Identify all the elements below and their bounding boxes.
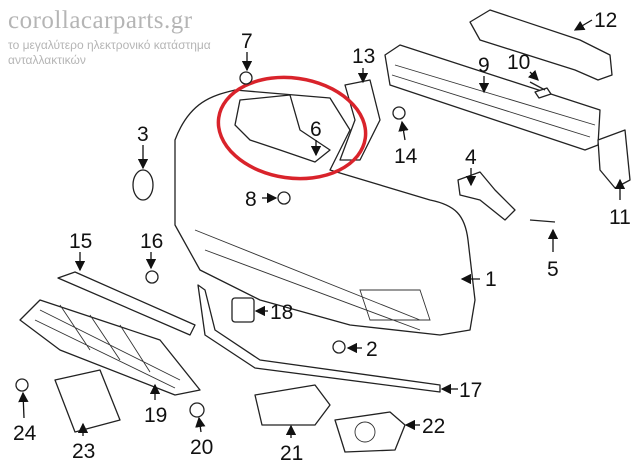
part-13-shape[interactable] — [339, 79, 381, 161]
callout-20[interactable]: 20 — [190, 436, 213, 459]
callout-3[interactable]: 3 — [137, 123, 149, 146]
callout-6[interactable]: 6 — [310, 118, 322, 141]
part-16-clip[interactable] — [145, 270, 159, 284]
part-6-shape[interactable] — [234, 94, 331, 163]
callout-18[interactable]: 18 — [270, 301, 293, 324]
callout-9[interactable]: 9 — [478, 54, 490, 77]
part-15-shape[interactable] — [57, 271, 196, 336]
callout-2[interactable]: 2 — [366, 338, 378, 361]
callout-1[interactable]: 1 — [485, 268, 497, 291]
callout-13[interactable]: 13 — [352, 45, 375, 68]
part-17-shape[interactable] — [197, 284, 441, 393]
part-11-shape[interactable] — [597, 129, 631, 189]
part-7-clip[interactable] — [239, 71, 253, 85]
callout-14[interactable]: 14 — [394, 145, 418, 168]
part-2-clip[interactable] — [332, 340, 346, 354]
callout-10[interactable]: 10 — [507, 51, 530, 74]
part-5-screw[interactable] — [529, 219, 556, 223]
watermark: corollacarparts.gr το μεγαλύτερο ηλεκτρο… — [8, 6, 223, 68]
callout-5[interactable]: 5 — [547, 258, 559, 281]
part-24-screw[interactable] — [15, 378, 29, 392]
callout-12[interactable]: 12 — [594, 9, 617, 32]
callout-labels: 1 2 3 4 5 6 7 8 9 10 11 12 13 14 15 16 1… — [13, 9, 631, 465]
callout-19[interactable]: 19 — [144, 404, 167, 427]
callout-24[interactable]: 24 — [13, 422, 37, 445]
callout-23[interactable]: 23 — [72, 440, 95, 463]
watermark-brand: corollacarparts.gr — [8, 7, 193, 34]
callout-15[interactable]: 15 — [69, 230, 92, 253]
callout-22[interactable]: 22 — [422, 415, 445, 438]
leader-lines — [18, 19, 626, 438]
part-10-bolt[interactable] — [529, 81, 552, 99]
callout-17[interactable]: 17 — [459, 379, 482, 402]
callout-21[interactable]: 21 — [280, 442, 303, 465]
callout-8[interactable]: 8 — [245, 188, 257, 211]
part-22-shape[interactable] — [334, 411, 406, 453]
highlight-circle — [216, 75, 368, 181]
callout-7[interactable]: 7 — [241, 30, 253, 53]
part-18-shape[interactable] — [231, 297, 255, 323]
part-8-clip[interactable] — [277, 191, 291, 205]
part-12-shape[interactable] — [469, 9, 613, 81]
callout-4[interactable]: 4 — [465, 146, 477, 169]
part-4-shape[interactable] — [457, 171, 516, 221]
part-1-bumper-cover[interactable] — [174, 89, 476, 336]
watermark-tagline: το μεγαλύτερο ηλεκτρονικό κατάστημα αντα… — [8, 38, 211, 67]
callout-16[interactable]: 16 — [140, 230, 163, 253]
callout-11[interactable]: 11 — [609, 206, 631, 229]
part-20-clip[interactable] — [189, 402, 205, 418]
part-19-shape[interactable] — [19, 299, 201, 396]
part-3-shape[interactable] — [132, 169, 154, 201]
part-21-shape[interactable] — [254, 384, 331, 426]
part-23-shape[interactable] — [54, 369, 121, 433]
part-14-clip[interactable] — [392, 106, 406, 120]
